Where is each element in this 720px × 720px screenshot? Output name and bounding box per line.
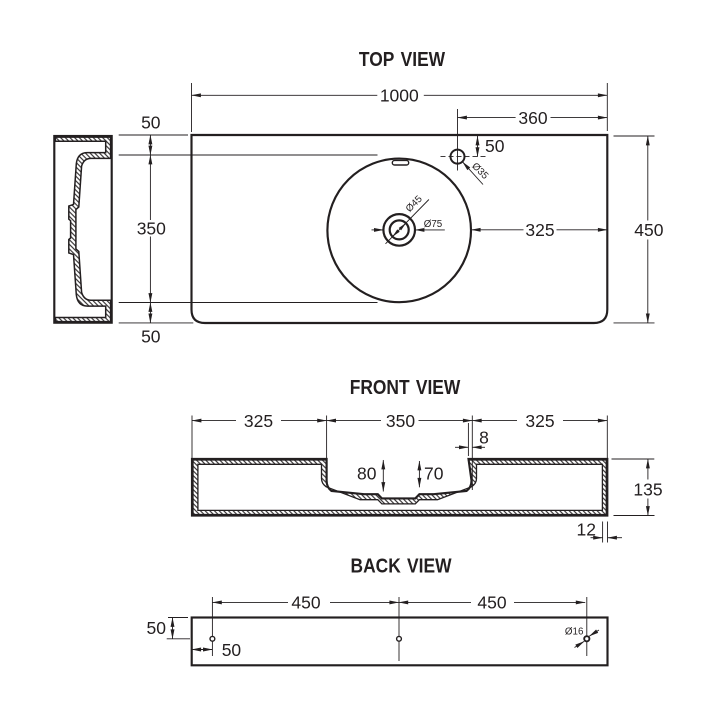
svg-text:360: 360 <box>518 108 547 128</box>
svg-text:450: 450 <box>291 593 320 613</box>
svg-text:50: 50 <box>485 136 505 156</box>
svg-text:Ø75: Ø75 <box>424 219 443 230</box>
svg-text:1000: 1000 <box>380 86 419 106</box>
svg-text:8: 8 <box>479 428 489 448</box>
svg-text:50: 50 <box>147 618 167 638</box>
svg-text:50: 50 <box>222 640 242 660</box>
svg-text:50: 50 <box>141 327 161 347</box>
svg-text:325: 325 <box>525 220 554 240</box>
svg-text:Ø16: Ø16 <box>565 627 584 638</box>
svg-text:80: 80 <box>357 464 377 484</box>
svg-text:BACK VIEW: BACK VIEW <box>351 554 452 576</box>
svg-text:450: 450 <box>634 220 663 240</box>
svg-text:325: 325 <box>525 411 554 431</box>
svg-text:FRONT VIEW: FRONT VIEW <box>350 376 461 398</box>
svg-text:350: 350 <box>386 411 415 431</box>
svg-text:70: 70 <box>424 464 444 484</box>
svg-text:TOP VIEW: TOP VIEW <box>359 48 445 70</box>
svg-text:350: 350 <box>137 219 166 239</box>
svg-text:50: 50 <box>141 113 161 133</box>
svg-text:450: 450 <box>477 593 506 613</box>
svg-text:325: 325 <box>244 411 273 431</box>
svg-text:12: 12 <box>577 520 596 540</box>
svg-text:135: 135 <box>633 479 662 499</box>
